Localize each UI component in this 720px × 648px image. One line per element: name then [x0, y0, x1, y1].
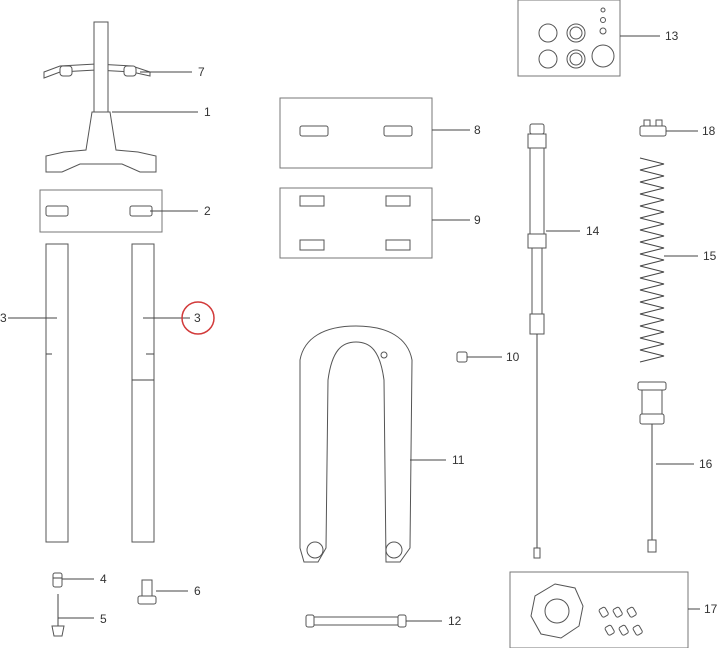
part-17-lockring-screws-kit: [509, 571, 689, 648]
part-label-17: 17: [704, 602, 718, 616]
part-label-18: 18: [702, 124, 716, 138]
part-5-pin: [51, 594, 65, 637]
part-label-13: 13: [665, 29, 679, 43]
part-label-9: 9: [474, 213, 481, 227]
part-label-8: 8: [474, 123, 481, 137]
part-4-valve: [52, 572, 63, 588]
part-3-stanchion-right: [131, 243, 155, 543]
part-8-seal-kit: [279, 97, 433, 169]
screw-set: [598, 606, 643, 636]
part-label-5: 5: [100, 612, 107, 626]
part-label-4: 4: [100, 572, 107, 586]
part-label-6: 6: [194, 584, 201, 598]
part-10-bushing: [456, 351, 468, 363]
highlight-circle: [181, 301, 215, 335]
part-16-spring-shaft: [637, 381, 667, 553]
part-12-axle: [305, 614, 407, 628]
part-1-crown-steerer: [45, 21, 157, 173]
part-label-3-left: 3: [0, 311, 7, 325]
part-label-11: 11: [452, 453, 465, 467]
part-6-bolt: [137, 579, 157, 605]
part-label-16: 16: [699, 457, 713, 471]
part-18-top-cap: [639, 119, 667, 137]
part-label-7: 7: [198, 65, 205, 79]
part-15-coil-spring: [639, 157, 665, 363]
part-label-14: 14: [586, 224, 600, 238]
part-label-12: 12: [448, 614, 462, 628]
part-label-1: 1: [204, 105, 211, 119]
part-14-damper-cartridge: [527, 123, 547, 559]
part-7-crown-bolt-assembly: [43, 63, 151, 79]
part-label-3-right: 3: [194, 311, 201, 325]
part-label-15: 15: [703, 249, 717, 263]
part-9-pad-kit: [279, 187, 433, 259]
part-label-10: 10: [506, 350, 520, 364]
part-3-stanchion-left: [45, 243, 69, 543]
part-2-clip-kit: [39, 189, 163, 233]
part-11-lower-legs: [299, 325, 413, 563]
part-13-o-ring-kit: [517, 0, 621, 77]
part-label-2: 2: [204, 204, 211, 218]
